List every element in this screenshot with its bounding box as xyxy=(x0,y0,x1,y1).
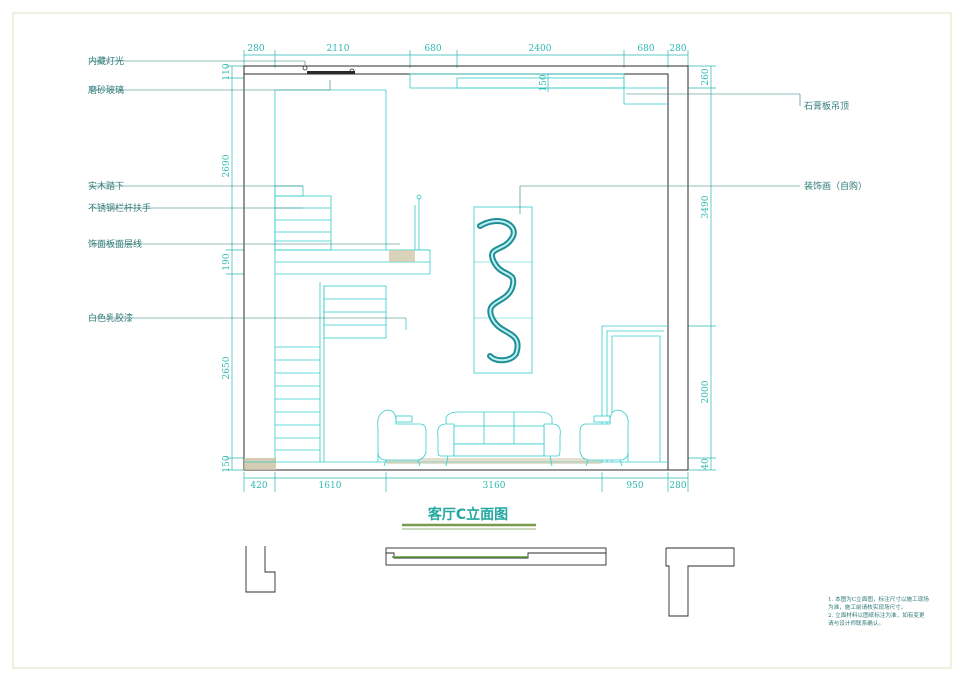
label-decor-painting: 装饰画（自购） xyxy=(804,180,867,192)
notes: 1. 本图为C立面图，标注尺寸以施工现场 为准，施工前请核实现场尺寸。 2. 立… xyxy=(828,595,929,627)
label-frosted-glass: 磨砂玻璃 xyxy=(88,84,124,96)
section-details xyxy=(245,546,735,617)
sofa-set xyxy=(377,409,629,467)
dim-bottom-4: 280 xyxy=(669,481,686,491)
dim-left-0: 110 xyxy=(222,63,232,80)
dim-inner: 150 xyxy=(539,74,549,91)
rail-post-cap xyxy=(416,194,422,200)
dim-top-4: 680 xyxy=(637,44,654,54)
sheet-border xyxy=(12,12,952,669)
label-veneer-trim: 饰面板面层线 xyxy=(88,238,142,250)
dim-right-1: 3490 xyxy=(701,195,711,218)
ceiling-details xyxy=(276,73,668,250)
annotation-labels: 内藏灯光 磨砂玻璃 实木踏下 不锈钢栏杆扶手 饰面板面层线 白色乳胶漆 石膏板吊… xyxy=(88,55,867,324)
dim-top-2: 680 xyxy=(424,44,441,54)
note-line-2: 2. 立面材料以图纸标注为准，如有变更 xyxy=(828,611,925,619)
note-line-1: 为准，施工前请核实现场尺寸。 xyxy=(828,603,906,611)
dim-top-1: 2110 xyxy=(327,44,350,54)
dim-right-3: 40 xyxy=(701,458,711,470)
label-gypsum-ceiling: 石膏板吊顶 xyxy=(804,100,849,112)
dim-top-0: 280 xyxy=(247,44,264,54)
dimension-texts: 280 2110 680 2400 680 280 420 1610 3160 … xyxy=(222,44,711,491)
dim-left-4: 150 xyxy=(222,455,232,472)
dim-left-1: 2690 xyxy=(222,154,232,177)
label-hidden-light: 内藏灯光 xyxy=(88,55,124,67)
ceiling-light-fixture xyxy=(302,65,355,74)
note-line-3: 请与设计师联系确认。 xyxy=(828,619,884,627)
floor-rug xyxy=(386,458,602,464)
label-steel-railing: 不锈钢栏杆扶手 xyxy=(88,202,151,214)
dim-bottom-2: 3160 xyxy=(483,481,506,491)
decorative-painting xyxy=(473,206,533,374)
drawing-title: 客厅C立面图 xyxy=(427,506,508,523)
dimension-lines xyxy=(226,50,716,492)
note-line-0: 1. 本图为C立面图，标注尺寸以施工现场 xyxy=(828,595,929,603)
leader-lines xyxy=(90,60,801,319)
dim-bottom-1: 1610 xyxy=(319,481,342,491)
floor-hatch-left xyxy=(244,458,276,470)
mezzanine-edge-hatch xyxy=(389,250,415,262)
wall-frame xyxy=(243,65,689,471)
label-white-paint: 白色乳胶漆 xyxy=(88,312,133,324)
dim-right-0: 260 xyxy=(701,68,711,85)
dim-top-5: 280 xyxy=(669,44,686,54)
dim-top-3: 2400 xyxy=(529,44,552,54)
dim-left-3: 2650 xyxy=(222,356,232,379)
dim-bottom-3: 950 xyxy=(626,481,643,491)
mezzanine-stairs xyxy=(274,90,431,462)
dim-bottom-0: 420 xyxy=(250,481,267,491)
label-wood-step: 实木踏下 xyxy=(88,180,124,192)
dim-right-2: 2000 xyxy=(701,380,711,403)
dim-left-2: 190 xyxy=(222,253,232,270)
